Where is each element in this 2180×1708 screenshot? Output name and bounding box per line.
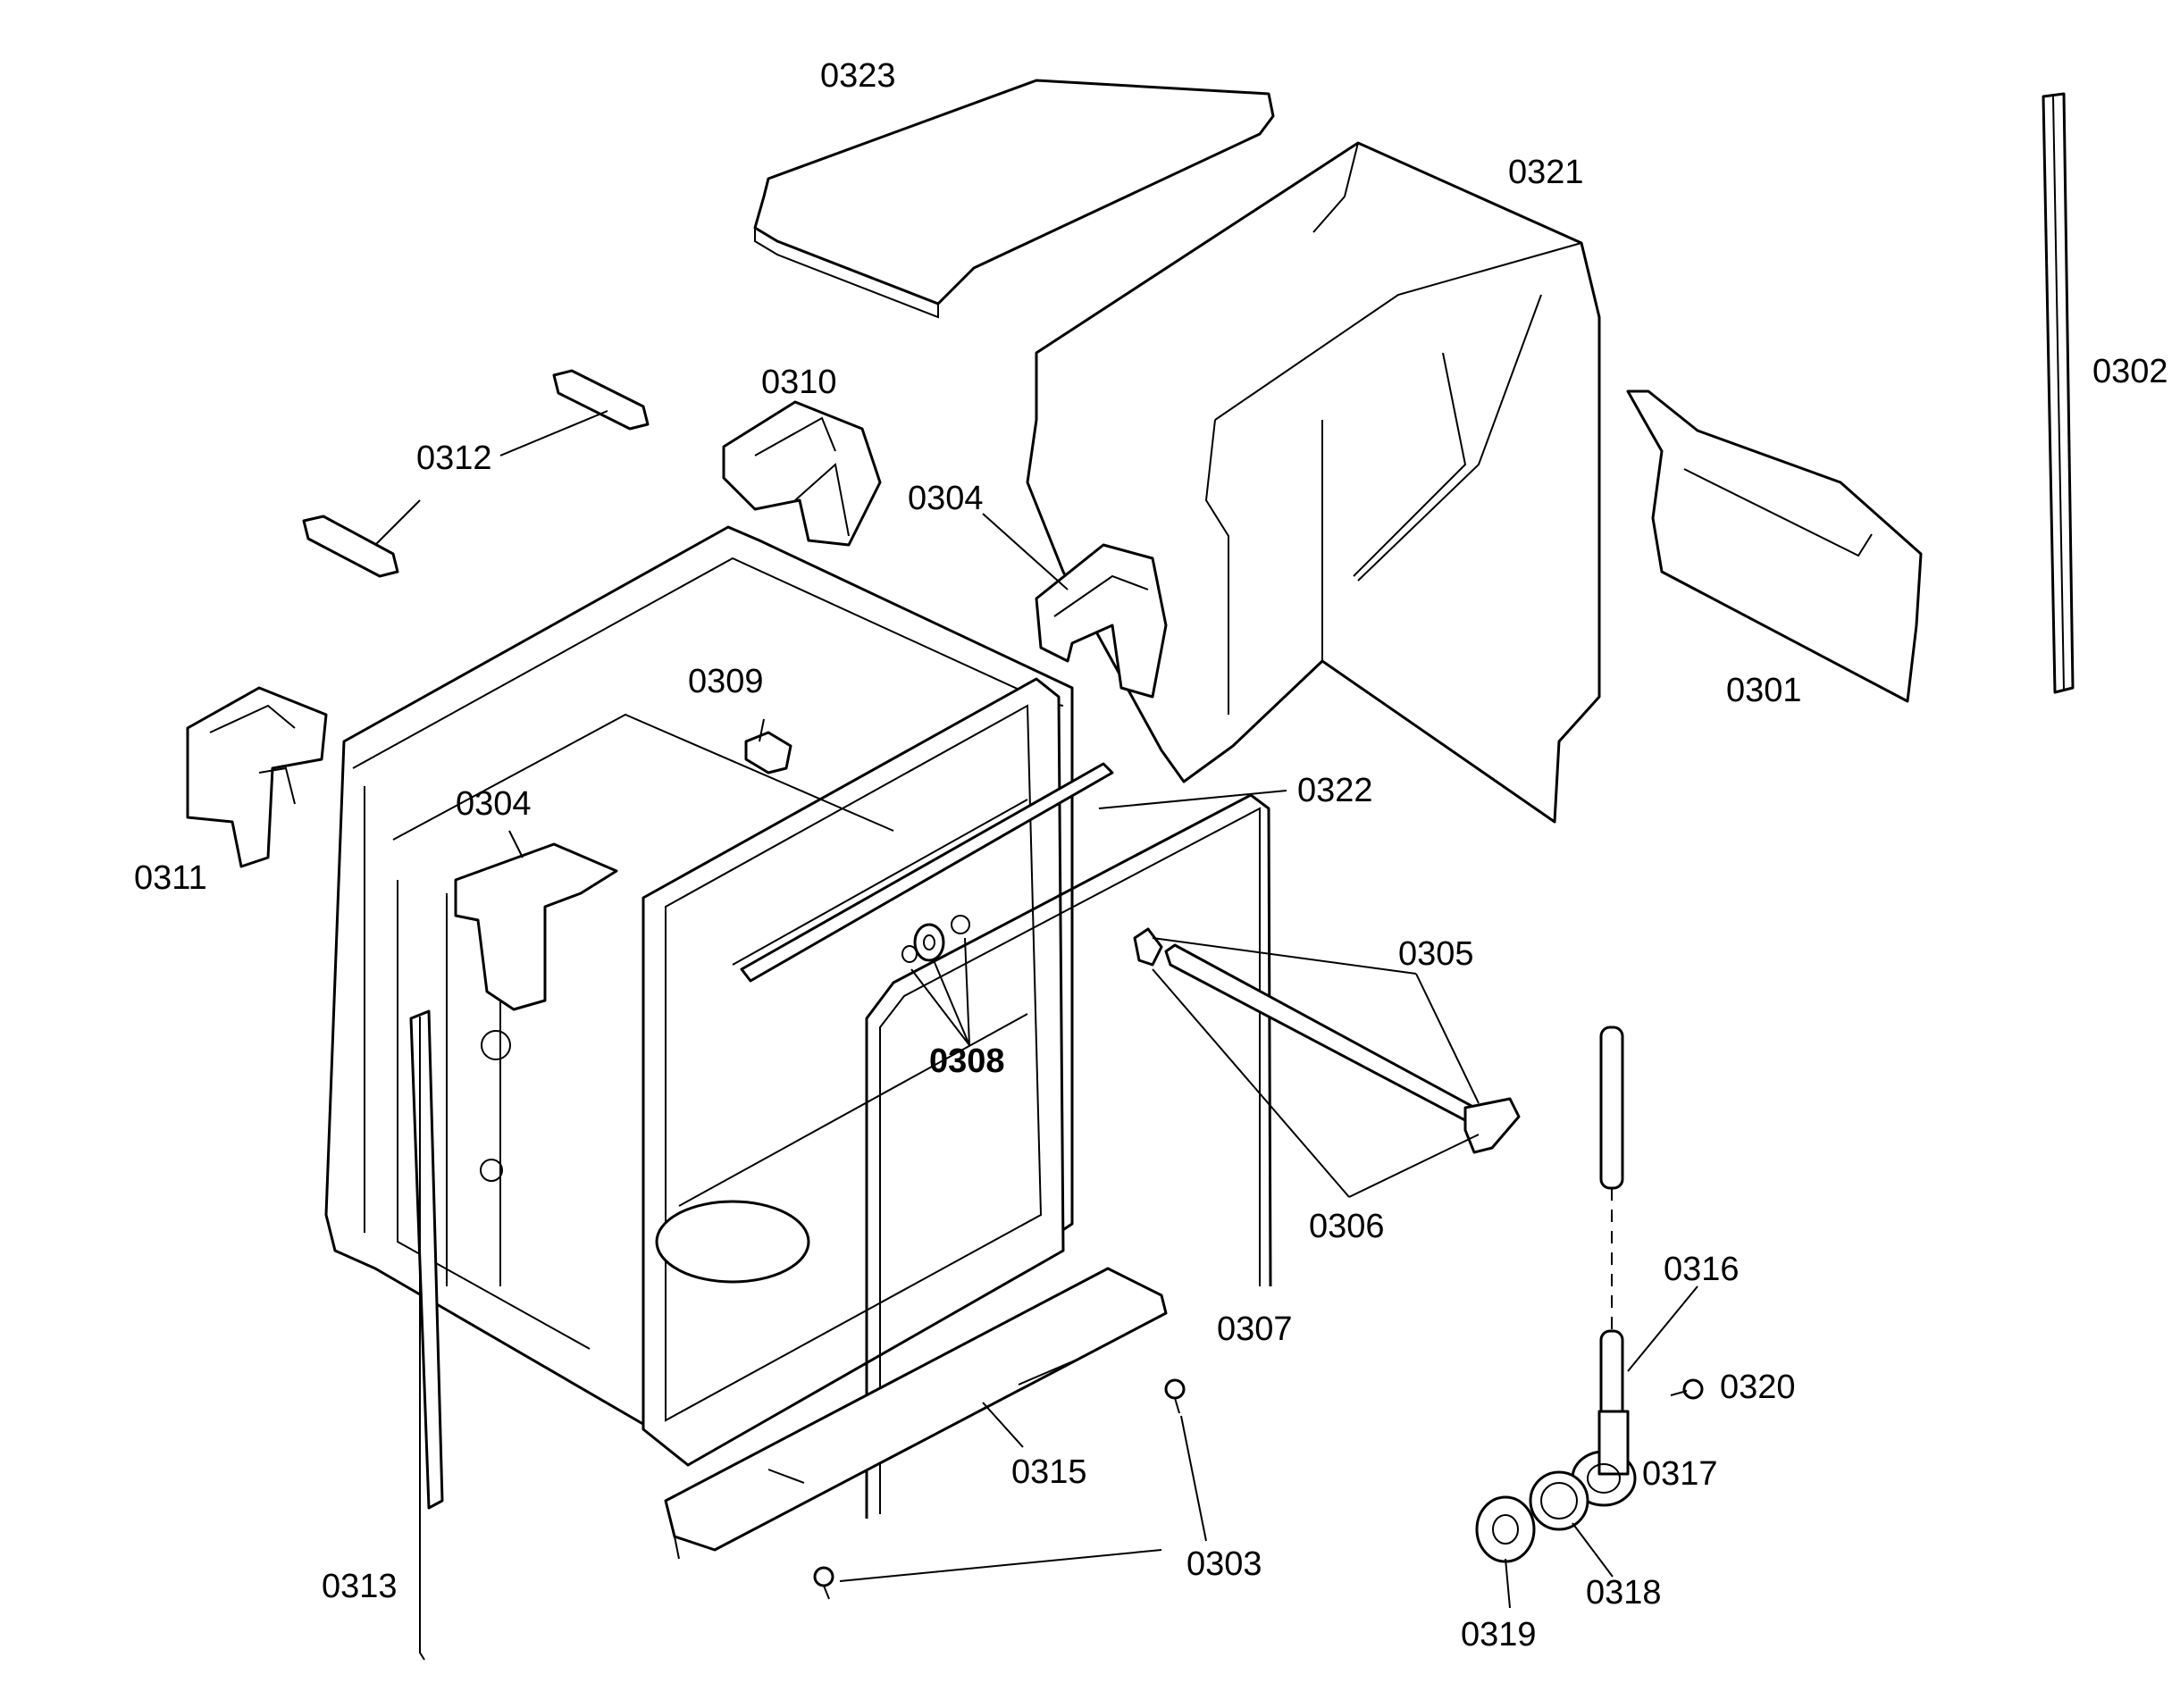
label-0301: 0301 <box>1726 672 1802 709</box>
part-tub-assembly <box>324 525 1074 1467</box>
part-0319-cap <box>1475 1495 1536 1563</box>
part-0320-screw <box>1670 1378 1704 1400</box>
label-0320: 0320 <box>1720 1369 1796 1406</box>
part-0318-ring <box>1529 1470 1589 1531</box>
label-0305: 0305 <box>1398 935 1474 973</box>
part-0321-insulation <box>1026 141 1601 824</box>
part-0316-hose <box>1599 1026 1624 1449</box>
label-0306: 0306 <box>1309 1208 1385 1245</box>
part-labels: 0323 0321 0302 0310 0312 0304 0301 0309 … <box>134 57 2168 1654</box>
leader-lines <box>374 410 1698 1609</box>
label-0311: 0311 <box>134 859 207 897</box>
label-0307: 0307 <box>1217 1310 1293 1348</box>
label-0302: 0302 <box>2092 353 2168 390</box>
part-0301-side-panel <box>1626 389 1923 703</box>
part-0313-strip <box>409 1009 444 1661</box>
part-0315-kickplate <box>664 1267 1168 1560</box>
label-0323: 0323 <box>820 57 896 95</box>
label-0319: 0319 <box>1461 1616 1537 1654</box>
label-0313: 0313 <box>322 1568 398 1605</box>
part-0303-screws <box>813 1378 1186 1600</box>
label-0315: 0315 <box>1011 1453 1087 1491</box>
part-0302-side-strip <box>2042 92 2075 694</box>
part-0322-rail <box>740 762 1114 983</box>
part-0312-clip-upper <box>552 369 650 431</box>
label-0317: 0317 <box>1642 1455 1718 1493</box>
part-0310-bracket <box>722 400 882 547</box>
label-0308: 0308 <box>929 1042 1005 1080</box>
part-0309-clip <box>744 731 792 774</box>
label-0318: 0318 <box>1586 1574 1662 1612</box>
label-0303: 0303 <box>1186 1545 1262 1583</box>
part-0317-elbow <box>1571 1410 1637 1507</box>
part-0304-bracket-lower <box>454 842 618 1182</box>
part-0312-clip-lower <box>302 515 399 578</box>
label-0321: 0321 <box>1508 154 1584 191</box>
label-0312: 0312 <box>416 440 492 477</box>
label-0304-lower: 0304 <box>456 785 532 823</box>
part-0308-fasteners <box>901 915 970 963</box>
label-0304-upper: 0304 <box>908 480 984 517</box>
part-0304-bracket-upper <box>1035 543 1168 699</box>
part-0307-gasket <box>865 793 1272 1519</box>
label-0310: 0310 <box>761 364 837 401</box>
part-0323-top-panel <box>753 79 1275 319</box>
part-0311-bracket <box>186 686 328 868</box>
label-0322: 0322 <box>1297 772 1373 809</box>
label-0316: 0316 <box>1664 1251 1740 1288</box>
label-0309: 0309 <box>688 663 764 700</box>
